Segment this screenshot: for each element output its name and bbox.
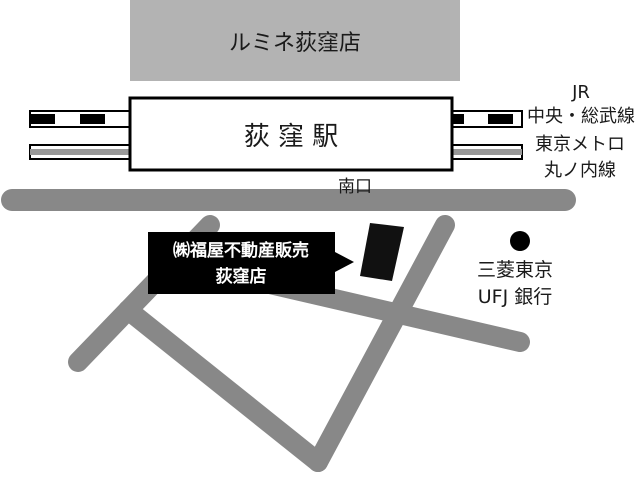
office-callout[interactable]: ㈱福屋不動産販売 荻窪店 [148, 232, 354, 294]
jr-rail-right [451, 110, 523, 128]
office-building[interactable] [360, 223, 404, 281]
road-cross-lower [118, 300, 328, 472]
bank-marker[interactable]: 三菱東京 UFJ 銀行 [477, 231, 553, 308]
bank-dot-icon [510, 231, 530, 251]
road-network [1, 189, 576, 472]
svg-text:三菱東京: 三菱東京 [477, 259, 553, 281]
south-exit-label: 南口 [338, 177, 372, 197]
jr-rail-left [29, 110, 131, 128]
metro-rail-left [29, 144, 131, 160]
jr-line-label: JR 中央・総武線 [527, 82, 635, 127]
ogikubo-station[interactable]: 荻 窪 駅 [128, 96, 454, 172]
lumine-building[interactable]: ルミネ荻窪店 [130, 0, 460, 81]
road-diagonal-b [308, 215, 455, 472]
svg-text:UFJ 銀行: UFJ 銀行 [478, 286, 552, 308]
svg-text:東京メトロ: 東京メトロ [535, 134, 625, 155]
metro-line-label: 東京メトロ 丸ノ内線 [535, 134, 625, 181]
svg-text:JR: JR [571, 82, 590, 103]
svg-text:中央・総武線: 中央・総武線 [527, 106, 635, 127]
svg-text:丸ノ内線: 丸ノ内線 [544, 160, 616, 181]
metro-rail-right [451, 144, 523, 160]
office-label-line2: 荻窪店 [216, 266, 267, 287]
station-label: 荻 窪 駅 [244, 122, 339, 152]
office-label-line1: ㈱福屋不動産販売 [173, 240, 309, 261]
lumine-building-label: ルミネ荻窪店 [229, 31, 361, 56]
